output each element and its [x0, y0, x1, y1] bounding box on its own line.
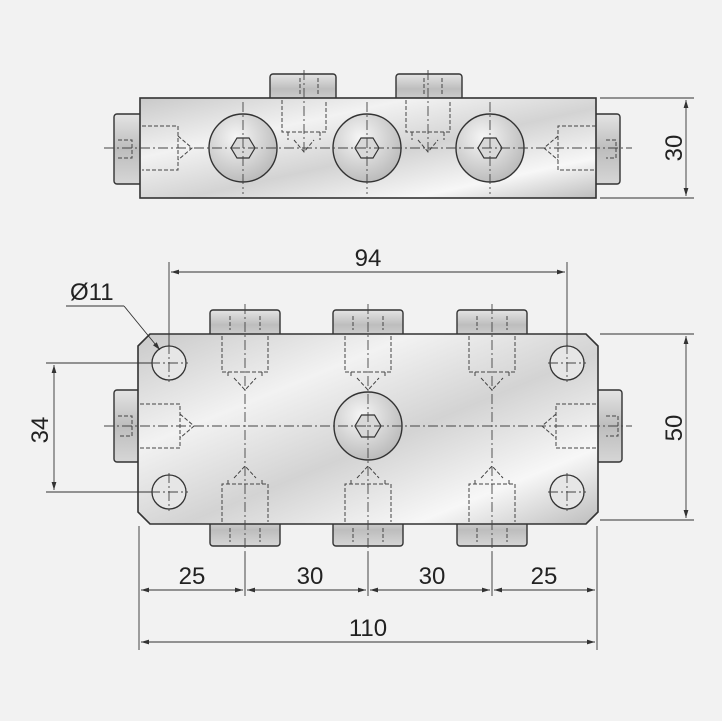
dim-spacing-left: 25 — [179, 563, 206, 590]
dim-front-height: 50 — [661, 415, 688, 442]
dim-spacing-mid-1: 30 — [297, 563, 324, 590]
dim-hole-pitch: 94 — [355, 245, 382, 272]
dim-vertical-pitch: 34 — [27, 417, 54, 444]
dim-overall-length: 110 — [349, 615, 387, 642]
dim-spacing-mid-2: 30 — [419, 563, 446, 590]
front-view: 94 Ø11 34 50 25 30 30 25 110 — [27, 245, 694, 650]
dim-top-height: 30 — [661, 135, 688, 162]
dim-spacing-right: 25 — [531, 563, 558, 590]
dim-hole-diameter: Ø11 — [70, 279, 114, 306]
top-view: 30 — [104, 70, 694, 199]
